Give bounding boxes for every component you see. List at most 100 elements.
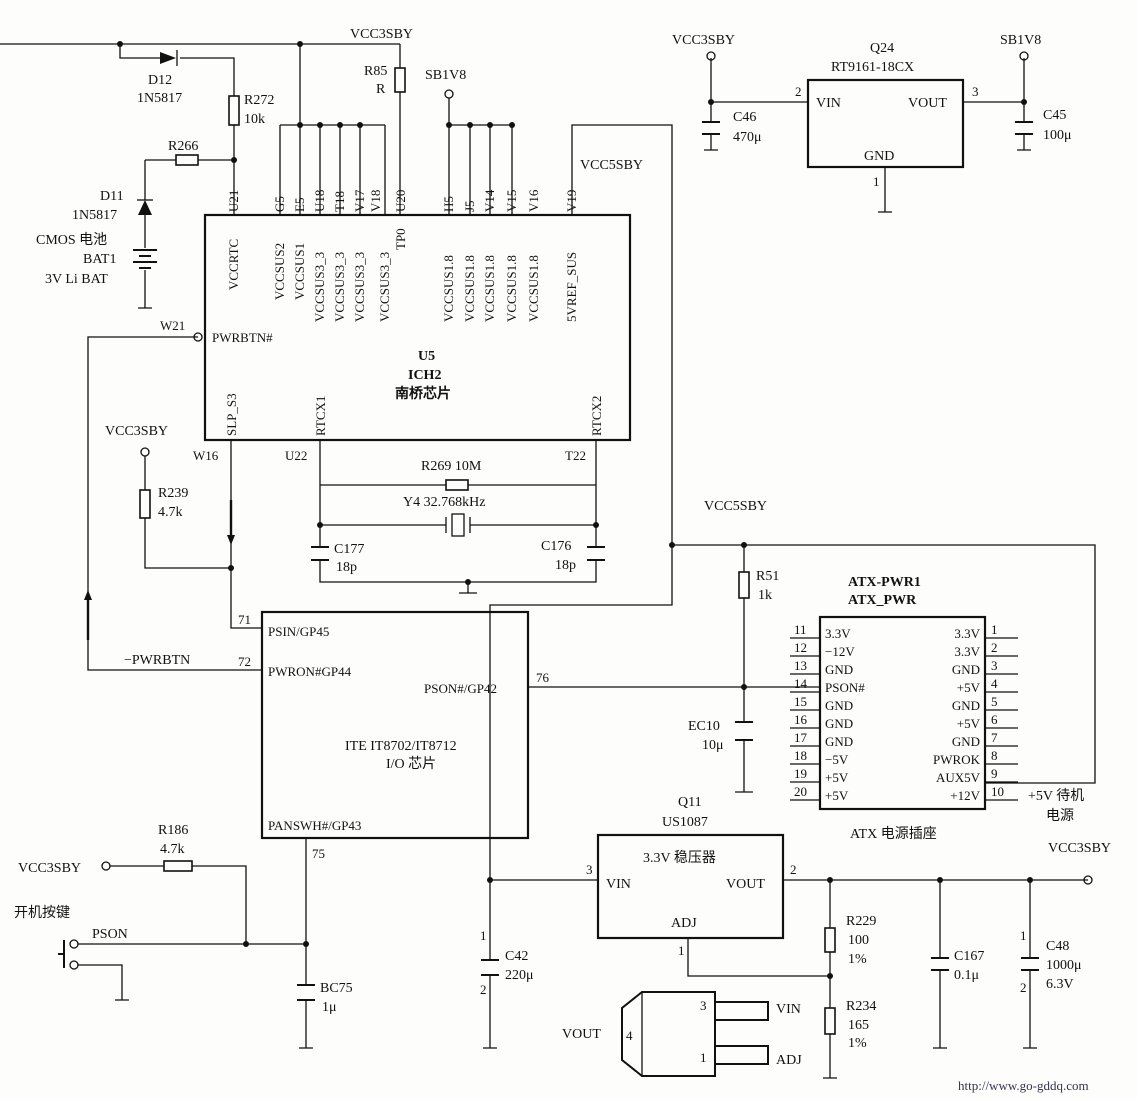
q24-label: Q24	[870, 41, 894, 56]
bc75-label: BC75	[320, 981, 353, 996]
io-chip-label: I/O 芯片	[386, 756, 436, 772]
southbridge-label: 南桥芯片	[395, 385, 451, 402]
c46-label: C46	[733, 110, 756, 125]
atx-connector-box	[818, 615, 987, 811]
q24-pin-in: 2	[795, 84, 802, 99]
pin-e5: E5	[292, 198, 307, 212]
rtcx1-label: RTCX1	[313, 396, 328, 436]
atx-left-pin-number: 11	[794, 622, 807, 637]
q11-box	[596, 833, 785, 940]
r85-value: R	[376, 82, 386, 97]
c48-volt: 6.3V	[1046, 977, 1074, 992]
atx-right-pin-number: 1	[991, 622, 998, 637]
c42-label: C42	[505, 949, 528, 964]
junction-dots	[117, 41, 1033, 979]
r266-label: R266	[168, 139, 198, 154]
vccsus2-label: VCCSUS2	[272, 243, 287, 300]
neg-pwrbtn-label: −PWRBTN	[124, 653, 190, 668]
atx-right-pin-number: 10	[991, 784, 1004, 799]
ec10-value: 10μ	[702, 738, 724, 753]
d11-type: 1N5817	[72, 208, 117, 223]
power-terminals	[101, 51, 1093, 885]
vcc5sby-label-mid: VCC5SBY	[704, 499, 767, 514]
pin-u21: U21	[226, 190, 241, 212]
diode-d12	[160, 50, 178, 66]
vccsus3-label-3: VCCSUS3_3	[352, 252, 367, 322]
bat1-label: BAT1	[83, 252, 116, 267]
vcc3sby-out-label: VCC3SBY	[1048, 841, 1111, 856]
atx-right-pin-name: GND	[952, 698, 980, 713]
atx-left-pin-number: 17	[794, 730, 808, 745]
d12-label: D12	[148, 73, 172, 88]
q11-label: Q11	[678, 795, 702, 810]
text-labels: VCC3SBY D12 1N5817 R272 10k R266 R85 R S…	[14, 27, 1111, 1093]
atx-left-pin-number: 13	[794, 658, 807, 673]
atx-left-pin-number: 15	[794, 694, 807, 709]
wires	[0, 43, 1096, 1078]
q24-gnd: GND	[864, 149, 894, 164]
c48-label: C48	[1046, 939, 1069, 954]
c48-pin2: 2	[1020, 980, 1027, 995]
r239-label: R239	[158, 486, 188, 501]
vccsus1-label: VCCSUS1	[292, 243, 307, 300]
atx-left-pin-name: GND	[825, 698, 853, 713]
q11-pin-out: 2	[790, 862, 797, 877]
vccsus3-label-4: VCCSUS3_3	[377, 252, 392, 322]
q11-vout: VOUT	[726, 877, 765, 892]
r51-value: 1k	[758, 588, 772, 603]
vcc3sby-r186-label: VCC3SBY	[18, 861, 81, 876]
c42-value: 220μ	[505, 968, 534, 983]
vccsus3-label-1: VCCSUS3_3	[312, 252, 327, 322]
pin-t18: T18	[332, 191, 347, 212]
atx-right-pin-name: AUX5V	[936, 770, 981, 785]
c167-value: 0.1μ	[954, 968, 979, 983]
signal-arrows	[84, 500, 235, 640]
ground-symbols	[115, 149, 1037, 1079]
sb1v8-label-u5: SB1V8	[425, 68, 466, 83]
pin-h5: H5	[441, 196, 456, 212]
atx-left-pin-name: +5V	[825, 788, 849, 803]
r239-value: 4.7k	[158, 505, 183, 520]
tp0-label: TP0	[393, 228, 408, 250]
pin-v16: V16	[526, 189, 541, 212]
pson-switch-label: PSON	[92, 927, 128, 942]
pin-u20: U20	[393, 190, 408, 212]
r272-label: R272	[244, 93, 274, 108]
pin-j5: J5	[462, 200, 477, 212]
pin-v15: V15	[504, 190, 519, 212]
atx-pwr-label: ATX_PWR	[848, 593, 917, 608]
atx-right-pin-number: 4	[991, 676, 998, 691]
d12-type: 1N5817	[137, 91, 182, 106]
atx-right-pin-name: PWROK	[933, 752, 981, 767]
diode-d11	[137, 199, 153, 215]
r229-value: 100	[848, 933, 869, 948]
q11-pin-adj: 1	[678, 943, 685, 958]
r229-tol: 1%	[848, 952, 867, 967]
atx-right-pin-number: 6	[991, 712, 998, 727]
atx-right-pin-name: +5V	[957, 680, 981, 695]
vccsus18-label-3: VCCSUS1.8	[482, 255, 497, 322]
atx-left-pin-name: −12V	[825, 644, 855, 659]
pkg-adj: ADJ	[776, 1053, 802, 1068]
crystal-y4	[445, 513, 471, 537]
vccsus18-label-2: VCCSUS1.8	[462, 255, 477, 322]
q24-type: RT9161-18CX	[831, 60, 914, 75]
r269-label: R269 10M	[421, 459, 482, 474]
pson-gp-label: PSON#/GP42	[424, 681, 497, 696]
standby-label-1: +5V 待机	[1028, 788, 1084, 804]
pin-w21: W21	[160, 318, 185, 333]
r234-tol: 1%	[848, 1036, 867, 1051]
atx-right-pin-name: +12V	[950, 788, 980, 803]
c48-value: 1000μ	[1046, 958, 1082, 973]
rtcx2-label: RTCX2	[589, 396, 604, 436]
c42-pin2: 2	[480, 982, 487, 997]
vref-sus-label: 5VREF_SUS	[564, 252, 579, 322]
vccrtc-label: VCCRTC	[226, 239, 241, 290]
atx-pin-lines	[790, 637, 1018, 801]
pkg-pin4: 4	[626, 1028, 633, 1043]
q24-vin: VIN	[816, 96, 841, 111]
power-switch	[58, 939, 79, 970]
